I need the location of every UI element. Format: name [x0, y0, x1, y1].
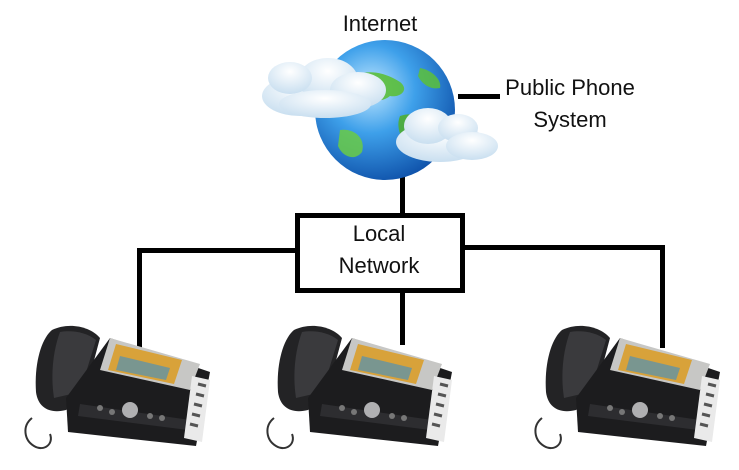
wire-internet-to-local-network	[400, 168, 405, 216]
wire-network-right-horizontal	[460, 245, 665, 250]
internet-label: Internet	[342, 11, 418, 36]
wire-network-left-vertical	[137, 248, 142, 348]
wire-network-right-vertical	[660, 245, 665, 348]
ip-desk-phone-icon	[534, 325, 720, 450]
globe-with-clouds-icon	[262, 40, 498, 180]
public-phone-system-line-2: System	[533, 107, 607, 132]
public-phone-system-line-1: Public Phone	[505, 75, 635, 100]
public-phone-system-label: Public Phone System	[490, 72, 650, 136]
wire-network-center-vertical	[400, 288, 405, 345]
wire-internet-to-public-phone	[458, 94, 500, 99]
local-network-line-1: Local	[352, 221, 406, 246]
local-network-box	[295, 213, 465, 293]
ip-desk-phone-icon	[266, 325, 452, 450]
local-network-line-2: Network	[338, 253, 420, 278]
local-network-label: Local Network	[298, 218, 460, 282]
ip-desk-phone-icon	[24, 325, 210, 450]
wire-network-left-horizontal	[137, 248, 297, 253]
